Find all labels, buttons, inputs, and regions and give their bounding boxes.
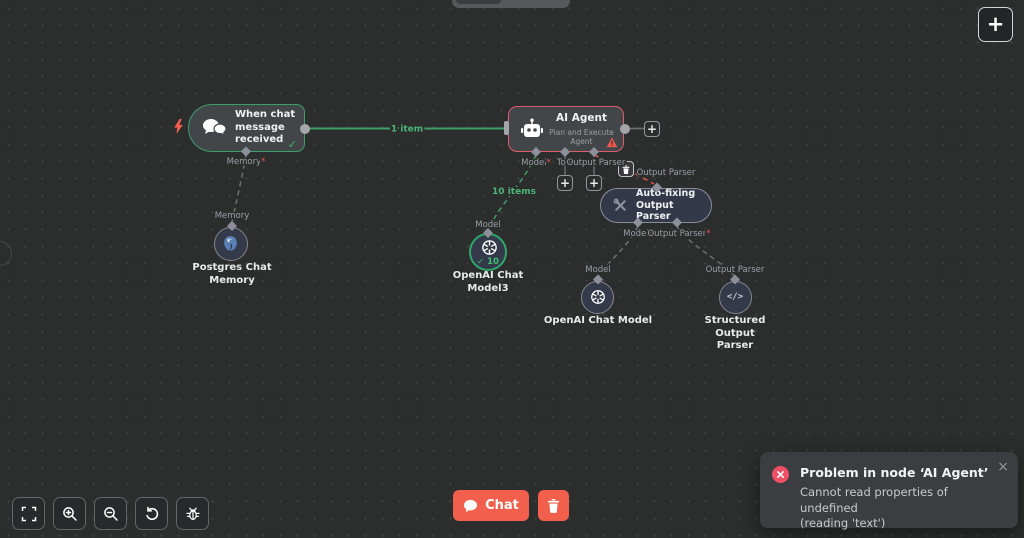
node-ai-agent[interactable]: AI Agent Plan and Execute Agent (508, 106, 624, 152)
label-autofix-in: Output Parser (637, 168, 696, 178)
node-structured-parser[interactable]: </> (718, 280, 752, 314)
label-model3-in: Model (475, 220, 501, 230)
delete-connection-button[interactable] (618, 161, 634, 177)
agent-title: AI Agent (556, 112, 607, 125)
edge-model3-to-agent[interactable] (488, 154, 537, 230)
toast-message: Cannot read properties of undefined(read… (800, 485, 948, 531)
label-agent-model: Model* (521, 158, 551, 168)
openai-icon (590, 289, 606, 305)
undo-icon (145, 506, 158, 520)
trigger-lightning-icon (173, 119, 184, 134)
label-trigger-memory: Memory* (227, 157, 266, 167)
clipped-top-control-segment[interactable] (456, 0, 501, 4)
chat-bubble-icon (464, 499, 478, 512)
agent-output-port[interactable] (620, 123, 630, 134)
label-agent-tool: Tool (556, 158, 574, 168)
label-structured-in: Output Parser (706, 265, 765, 275)
edge-label-1-item: 1 item (391, 125, 423, 135)
chat-button[interactable]: Chat (453, 490, 529, 521)
agent-subtitle: Plan and Execute Agent (549, 127, 614, 146)
trash-icon (622, 164, 630, 174)
clipped-top-control[interactable] (452, 0, 570, 8)
edge-structured-to-autofix[interactable] (676, 225, 735, 277)
trash-icon (547, 499, 560, 513)
bug-icon (185, 507, 200, 520)
node-openai-chat-model3[interactable]: ✓ 10 (469, 233, 507, 271)
edge-label-10-items: 10 items (492, 187, 536, 197)
delete-chat-button[interactable] (538, 490, 569, 521)
model3-label: OpenAI Chat Model3 (452, 270, 524, 294)
agent-error-icon (606, 137, 618, 148)
fit-view-icon (21, 506, 36, 521)
debug-button[interactable] (176, 497, 209, 530)
error-toast: Problem in node ‘AI Agent’ × Cannot read… (760, 452, 1018, 530)
postgres-icon (224, 236, 237, 251)
tools-icon (613, 198, 628, 213)
node-postgres-memory[interactable] (214, 227, 248, 261)
zoom-in-button[interactable] (53, 497, 86, 530)
chat-button-label: Chat (485, 498, 519, 513)
zoom-out-icon (103, 506, 118, 521)
error-icon (772, 466, 789, 483)
zoom-to-fit-button[interactable] (12, 497, 45, 530)
openai-icon (481, 239, 498, 256)
add-node-button[interactable]: + (978, 7, 1013, 42)
agent-input-port[interactable] (504, 121, 509, 135)
canvas-edge-handle (0, 241, 12, 266)
toast-close-icon[interactable]: × (997, 459, 1009, 475)
chat-bubbles-icon (202, 117, 228, 139)
edge-chatmodel-to-autofix[interactable] (598, 225, 639, 277)
chatmodel-label: OpenAI Chat Model (543, 315, 653, 326)
add-output-parser-button[interactable]: + (586, 175, 602, 191)
robot-icon (520, 118, 544, 140)
label-postgres-in: Memory (215, 211, 250, 221)
node-openai-chat-model[interactable] (581, 280, 614, 314)
toast-title: Problem in node ‘AI Agent’ (800, 465, 989, 480)
agent-text: AI Agent Plan and Execute Agent (544, 112, 623, 145)
label-autofix-parser: Output Parser* (647, 229, 710, 239)
code-icon: </> (726, 292, 744, 302)
trigger-success-icon: ✓ (287, 138, 297, 151)
edge-trigger-memory[interactable] (231, 154, 247, 223)
label-chatmodel-in: Model (585, 265, 611, 275)
model3-run-badge: ✓ 10 (477, 257, 499, 267)
zoom-out-button[interactable] (94, 497, 127, 530)
label-autofix-model: Model* (623, 229, 653, 239)
reset-zoom-button[interactable] (135, 497, 168, 530)
trigger-output-port[interactable] (300, 123, 310, 134)
add-node-after-agent-button[interactable]: + (644, 120, 660, 137)
zoom-in-icon (62, 506, 77, 521)
add-tool-button[interactable]: + (557, 175, 573, 191)
